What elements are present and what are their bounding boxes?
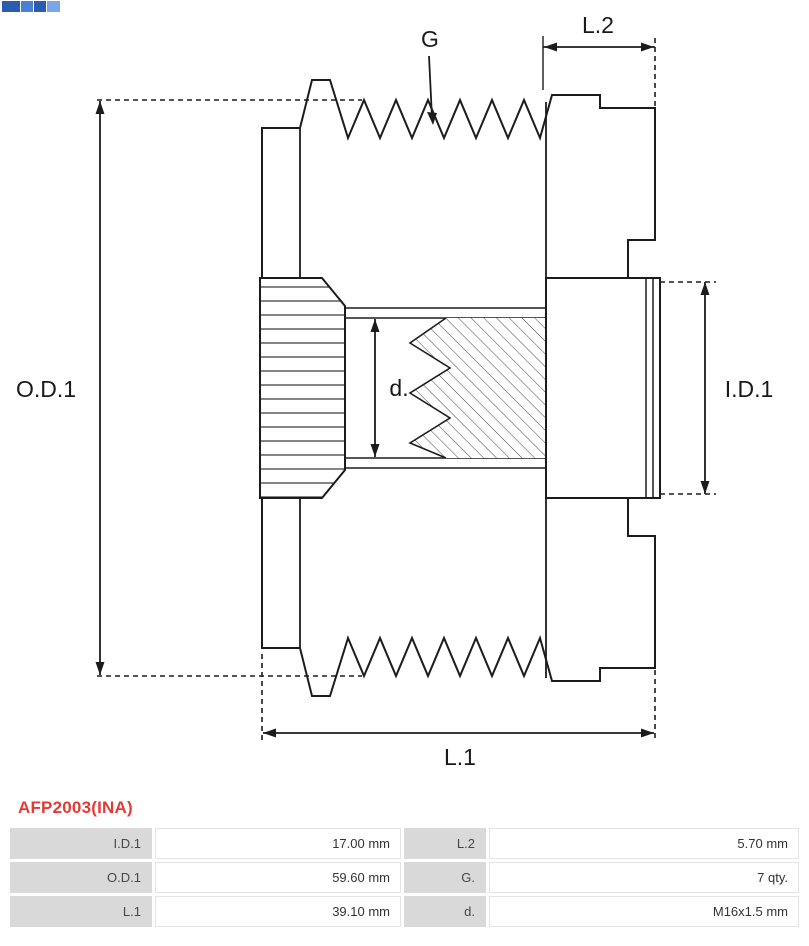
dim-label-l2: L.2 — [582, 12, 614, 38]
spec-key-cell: O.D.1 — [10, 862, 152, 893]
dim-label-od1: O.D.1 — [16, 376, 76, 402]
thread-hatch — [410, 318, 546, 458]
bearing-race — [545, 277, 661, 499]
race-groove-lines — [645, 278, 654, 498]
spec-table: I.D.1 17.00 mm L.2 5.70 mm O.D.1 59.60 m… — [10, 828, 799, 927]
thread-profile-zigzag — [408, 317, 452, 459]
splined-hub — [259, 277, 346, 499]
dimension-lines — [99, 46, 706, 734]
spec-key-cell: G. — [404, 862, 486, 893]
spec-key-cell: I.D.1 — [10, 828, 152, 859]
spec-value-cell: 59.60 mm — [155, 862, 401, 893]
dim-label-id1: I.D.1 — [725, 376, 774, 402]
section-lines — [299, 102, 547, 678]
logo-segment — [2, 1, 20, 12]
spec-value-cell: 7 qty. — [489, 862, 799, 893]
pulley-technical-drawing: G L.2 O.D.1 I.D.1 d. L.1 — [16, 12, 774, 770]
arrowheads — [95, 42, 710, 738]
pulley-drawing-svg: G L.2 O.D.1 I.D.1 d. L.1 — [16, 12, 774, 770]
as-pl-logo — [2, 1, 60, 12]
spec-value-cell: 17.00 mm — [155, 828, 401, 859]
extension-lines — [97, 38, 716, 742]
spec-value-cell: 5.70 mm — [489, 828, 799, 859]
spec-key-cell: d. — [404, 896, 486, 927]
logo-segment — [47, 1, 60, 12]
dim-label-l1: L.1 — [444, 744, 476, 770]
spec-value-cell: 39.10 mm — [155, 896, 401, 927]
logo-segment — [34, 1, 46, 12]
dim-label-d: d. — [389, 375, 408, 401]
logo-segment — [21, 1, 33, 12]
g-leader-line — [428, 55, 433, 119]
spec-key-cell: L.2 — [404, 828, 486, 859]
dim-label-g: G — [421, 26, 439, 52]
spec-key-cell: L.1 — [10, 896, 152, 927]
pulley-body — [259, 79, 661, 697]
spec-value-cell: M16x1.5 mm — [489, 896, 799, 927]
part-number: AFP2003(INA) — [18, 798, 133, 817]
